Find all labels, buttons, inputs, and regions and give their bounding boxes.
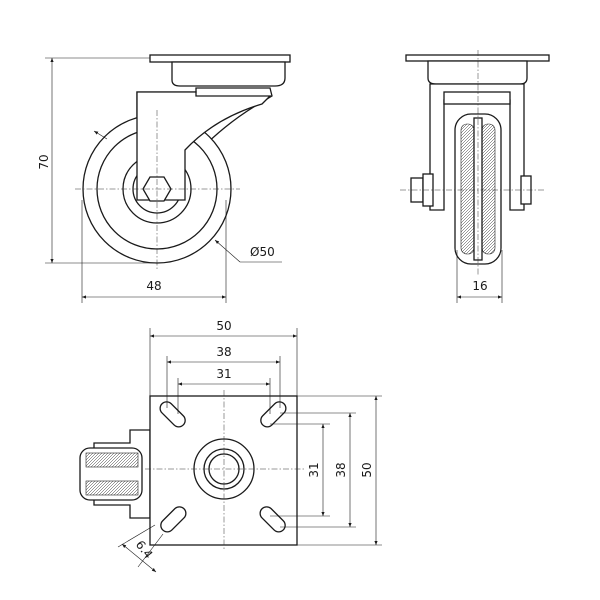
plate-view: 50 38 31 50 38 31 6.4 [79,319,382,573]
dim-plate-v50-label: 50 [360,462,374,477]
slot-bottom-right [259,506,286,533]
plate-wheel-tread-bottom [85,480,139,496]
slot-top-left [159,401,186,428]
side-top-plate [405,54,550,62]
dim-slot-ext-a [117,524,156,548]
side-wheel-tread-right [481,123,496,255]
dim-plate-31-label: 31 [216,367,231,381]
dim-plate-50-label: 50 [216,319,231,333]
dim-plate-v31-label: 31 [307,462,321,477]
dim-dia-leader-b [214,239,241,263]
front-top-plate [149,54,291,63]
dim-dia-label: Ø50 [250,245,275,259]
front-swivel-housing [171,61,286,87]
slot-bottom-left [160,506,187,533]
dim-slot-line [121,543,157,573]
side-wheel-tread-left [460,123,475,255]
dim-48-label: 48 [146,279,161,293]
dim-plate-v38-label: 38 [334,462,348,477]
dim-plate-38-label: 38 [216,345,231,359]
side-swivel-housing [427,60,528,85]
side-view: 16 [400,50,550,303]
dim-70-label: 70 [37,154,51,169]
slot-top-right [260,401,287,428]
front-fork-leg [136,91,272,201]
dim-dia-leader-a [93,130,108,140]
dim-16-label: 16 [472,279,487,293]
mounting-plate [149,395,298,546]
plate-wheel-tread-top [85,452,139,468]
front-view: 70 48 Ø50 [37,54,291,303]
side-fork-bearing [443,91,511,105]
